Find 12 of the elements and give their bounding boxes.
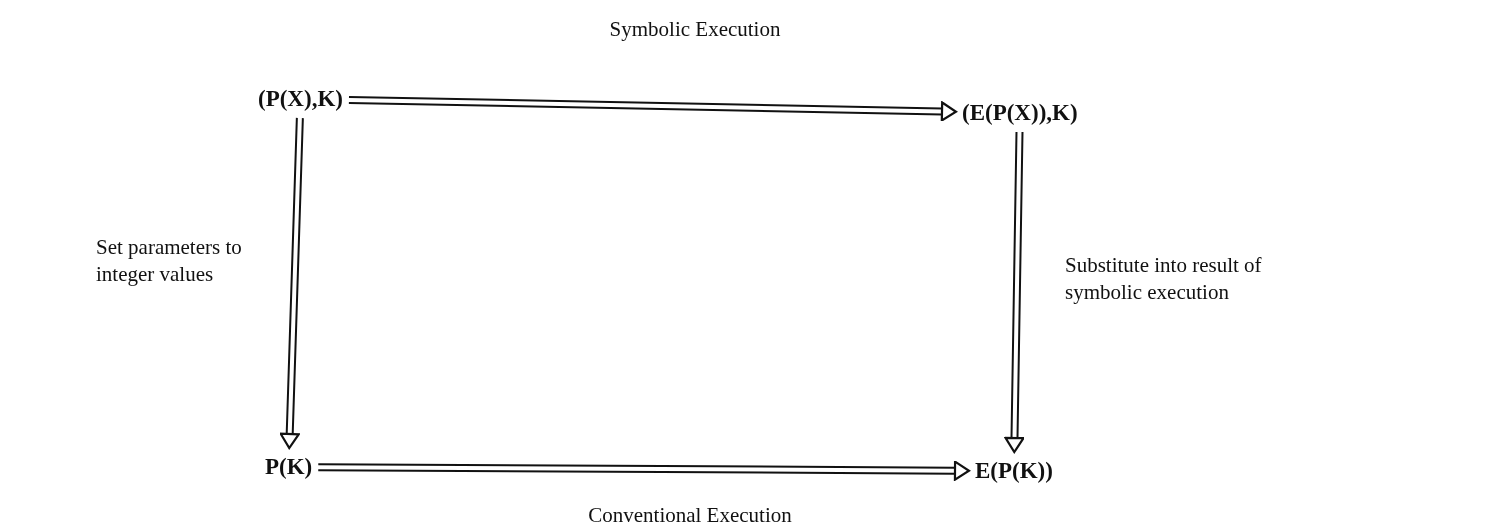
edge-label: Symbolic Execution — [608, 16, 782, 43]
node-label: E(P(K)) — [975, 458, 1053, 484]
edge-label: Conventional Execution — [587, 502, 793, 529]
double-arrow — [317, 460, 971, 481]
double-arrow — [347, 95, 958, 122]
node-label: P(K) — [265, 454, 313, 480]
edge-label: Substitute into result of symbolic execution — [1065, 252, 1263, 306]
node-label: (P(X),K) — [258, 86, 343, 112]
edge-label: Set parameters to integer values — [96, 234, 243, 288]
double-arrow — [1004, 130, 1025, 454]
double-arrow — [279, 116, 304, 450]
node-label: (E(P(X)),K) — [962, 100, 1078, 126]
